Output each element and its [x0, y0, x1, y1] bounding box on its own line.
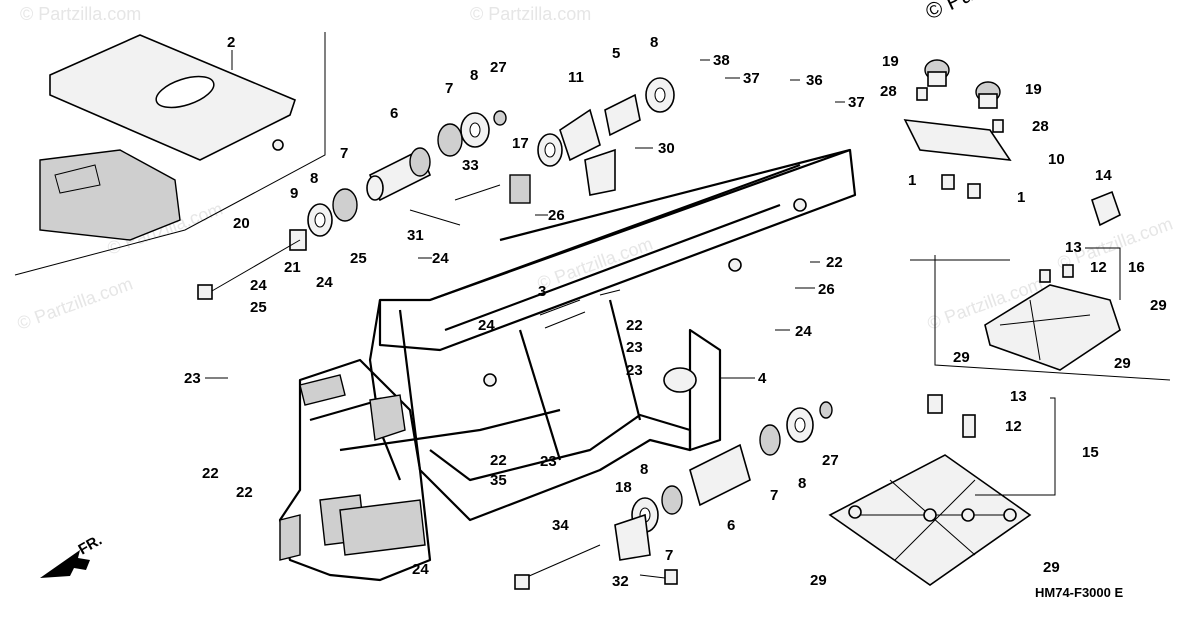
watermark-text: © Partzilla.com	[20, 4, 141, 24]
callout-number: 8	[650, 34, 658, 51]
callout-number: 22	[202, 465, 219, 482]
upper-parts	[197, 77, 675, 300]
callout-number: 22	[236, 484, 253, 501]
callout-number: 11	[568, 69, 584, 86]
callout-labels: 2 6 7 8 27 5 8 38 37 36 37 19 28 19 28 1…	[184, 34, 1167, 590]
callout-number: 18	[615, 479, 632, 496]
callout-number: 6	[727, 517, 735, 534]
upper-right-parts	[903, 59, 1121, 227]
callout-number: 29	[1150, 297, 1167, 314]
callout-number: 37	[848, 94, 865, 111]
callout-number: 26	[548, 207, 565, 224]
callout-number: 2	[227, 34, 235, 51]
callout-number: 35	[490, 472, 507, 489]
leader-lines	[205, 50, 1121, 496]
callout-number: 29	[810, 572, 827, 589]
watermark-text: © Partzilla.com	[535, 233, 656, 293]
front-arrow-icon	[40, 550, 90, 578]
callout-number: 12	[1090, 259, 1107, 276]
callout-number: 8	[470, 67, 478, 84]
callout-number: 1	[908, 172, 916, 189]
callout-number: 23	[626, 339, 643, 356]
callout-number: 8	[798, 475, 806, 492]
callout-number: 23	[184, 370, 201, 387]
callout-number: 22	[826, 254, 843, 271]
callout-number: 27	[490, 59, 507, 76]
callout-number: 7	[445, 80, 453, 97]
corner-watermark: © Pa	[922, 0, 978, 25]
callout-number: 24	[250, 277, 267, 294]
callout-number: 8	[640, 461, 648, 478]
callout-number: 25	[250, 299, 267, 316]
callout-number: 15	[1082, 444, 1099, 461]
callout-number: 24	[432, 250, 449, 267]
callout-number: 14	[1095, 167, 1112, 184]
callout-number: 5	[612, 45, 620, 62]
callout-number: 13	[1010, 388, 1027, 405]
callout-number: 4	[758, 370, 767, 387]
callout-number: 13	[1065, 239, 1082, 256]
callout-number: 38	[713, 52, 730, 69]
callout-number: 29	[1043, 559, 1060, 576]
callout-number: 7	[665, 547, 673, 564]
callout-number: 32	[612, 573, 629, 590]
callout-number: 29	[1114, 355, 1131, 372]
callout-number: 22	[626, 317, 643, 334]
callout-number: 22	[490, 452, 507, 469]
callout-number: 7	[770, 487, 778, 504]
callout-number: 24	[412, 561, 429, 578]
lower-parts	[514, 401, 833, 590]
inset-body-panel	[14, 32, 326, 276]
callout-number: 3	[538, 283, 546, 300]
callout-number: 23	[626, 362, 643, 379]
callout-number: 1	[1017, 189, 1025, 206]
callout-number: 21	[284, 259, 301, 276]
callout-number: 25	[350, 250, 367, 267]
callout-number: 23	[540, 453, 557, 470]
callout-number: 36	[806, 72, 823, 89]
callout-number: 28	[880, 83, 897, 100]
callout-number: 12	[1005, 418, 1022, 435]
callout-number: 33	[462, 157, 479, 174]
callout-number: 27	[822, 452, 839, 469]
front-label: FR.	[76, 532, 105, 559]
diagram-code: HM74-F3000 E	[1035, 585, 1123, 600]
callout-number: 7	[340, 145, 348, 162]
callout-number: 30	[658, 140, 675, 157]
callout-number: 28	[1032, 118, 1049, 135]
callout-number: 26	[818, 281, 835, 298]
callout-number: 19	[882, 53, 899, 70]
callout-number: 34	[552, 517, 569, 534]
callout-number: 29	[953, 349, 970, 366]
watermark-text: © Partzilla.com	[470, 4, 591, 24]
callout-number: 10	[1048, 151, 1065, 168]
callout-number: 24	[795, 323, 812, 340]
callout-number: 17	[512, 135, 529, 152]
main-frame	[278, 148, 857, 582]
skid-plates	[828, 255, 1171, 586]
callout-number: 31	[407, 227, 424, 244]
callout-number: 9	[290, 185, 298, 202]
watermark-text: © Partzilla.com	[15, 273, 136, 333]
callout-number: 20	[233, 215, 250, 232]
callout-number: 8	[310, 170, 318, 187]
callout-number: 24	[316, 274, 333, 291]
callout-number: 16	[1128, 259, 1145, 276]
callout-number: 6	[390, 105, 398, 122]
callout-number: 24	[478, 317, 495, 334]
callout-number: 37	[743, 70, 760, 87]
front-indicator: FR.	[40, 532, 105, 578]
callout-number: 19	[1025, 81, 1042, 98]
